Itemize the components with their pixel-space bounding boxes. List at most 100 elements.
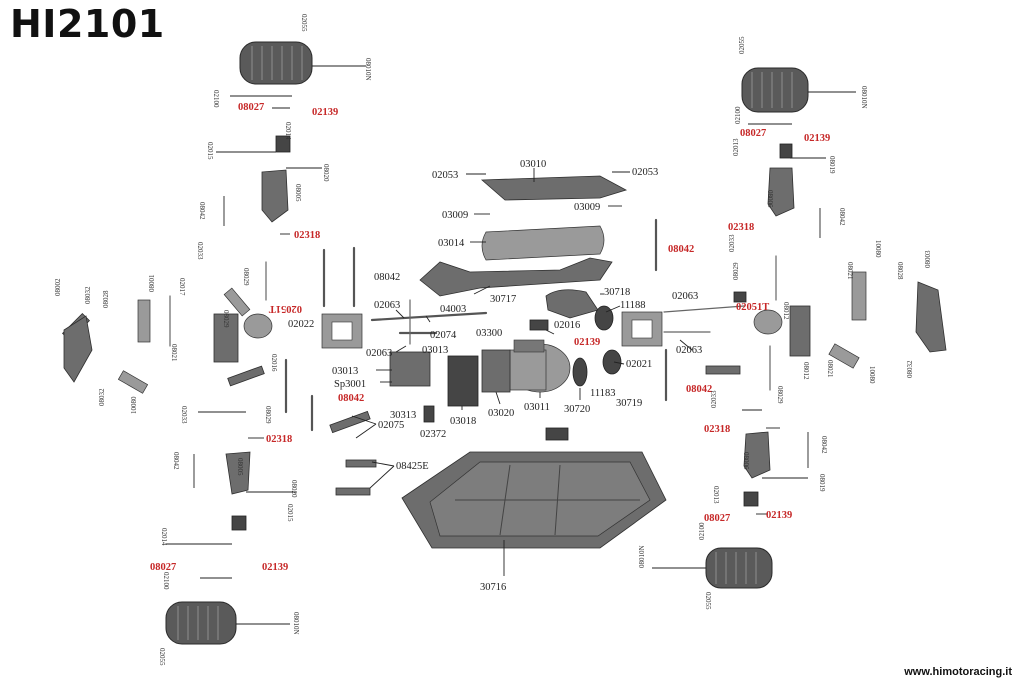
red-label-02318-d: 02318 — [704, 424, 730, 435]
red-label-02051-b: 02051T — [736, 302, 769, 313]
small-label-02015-b: 02015 — [286, 504, 294, 522]
small-label-08010N-a: 08010N — [364, 58, 372, 81]
small-label-08019-a: 08019 — [828, 156, 836, 174]
label-03014: 03014 — [438, 238, 465, 249]
esc-03018 — [447, 355, 479, 407]
small-label-08029-e: 08029 — [776, 386, 784, 404]
gearbox-02022 — [321, 313, 363, 349]
small-label-08012: 08012 — [802, 362, 810, 380]
label-02016: 02016 — [554, 320, 580, 331]
gearbox-02021 — [621, 311, 663, 347]
red-label-02318-c: 02318 — [728, 222, 754, 233]
label-04003: 04003 — [440, 304, 466, 315]
label-02053-left: 02053 — [432, 170, 458, 181]
small-label-08042-b: 08042 — [172, 452, 180, 470]
small-label-08010N-d: 08010N — [638, 545, 646, 568]
small-label-02014-b: 02014 — [160, 528, 168, 546]
label-30313: 30313 — [390, 410, 416, 421]
label-30720: 30720 — [564, 404, 590, 415]
small-label-02013-a: 02013 — [732, 138, 740, 156]
diff-parts — [529, 305, 622, 387]
small-label-08042-c: 08042 — [838, 208, 846, 226]
label-02022: 02022 — [288, 319, 314, 330]
label-03300: 03300 — [476, 328, 502, 339]
small-label-02013-b: 02013 — [712, 486, 720, 504]
small-label-02055-c: 02055 — [738, 36, 746, 54]
label-30716: 30716 — [480, 582, 506, 593]
tire-bottom-left — [165, 601, 237, 645]
small-label-08042-a: 08042 — [198, 202, 206, 220]
small-label-02014-a: 02014 — [284, 122, 292, 140]
red-label-08027-a: 08027 — [238, 102, 264, 113]
label-02053-right: 02053 — [632, 167, 658, 178]
small-label-08006-a: 08006 — [766, 190, 774, 208]
small-label-08010N-b: 08010N — [292, 612, 300, 635]
label-02075: 02075 — [378, 420, 404, 431]
small-label-08029-a: 08029 — [242, 268, 250, 286]
red-label-02318-b: 02318 — [266, 434, 292, 445]
label-08425E: 08425E — [396, 461, 429, 472]
small-label-08032-b: 08032 — [98, 388, 106, 406]
small-label-08029-b: 08029 — [222, 310, 230, 328]
small-label-10080-a: 10080 — [130, 396, 138, 414]
small-label-08028-a: 08028 — [102, 290, 110, 308]
gear-cover-30718 — [545, 289, 599, 319]
model-title: HI2101 — [10, 2, 165, 46]
red-label-02051-a: 02051T — [269, 303, 302, 314]
small-label-08020-b: 08020 — [290, 480, 298, 498]
drive-shafts — [370, 299, 745, 345]
small-label-08029-d: 08029 — [732, 262, 740, 280]
links-02075-08425E — [329, 405, 435, 496]
red-label-02139-c: 02139 — [804, 133, 830, 144]
small-label-02017: 02017 — [178, 278, 186, 296]
small-label-02100-d: 02100 — [698, 522, 706, 540]
label-02063-c: 02063 — [672, 291, 698, 302]
red-label-02139-b: 02139 — [262, 562, 288, 573]
red-label-02139-a: 02139 — [312, 107, 338, 118]
small-label-08032-a: 08032 — [84, 286, 92, 304]
label-02372: 02372 — [420, 429, 446, 440]
label-11183: 11183 — [590, 388, 615, 399]
label-08042-center-left: 08042 — [374, 272, 400, 283]
red-label-08027-d: 08027 — [704, 513, 730, 524]
small-label-08019-b: 08019 — [818, 474, 826, 492]
label-02021: 02021 — [626, 359, 652, 370]
label-03013-left: 03013 — [332, 366, 358, 377]
label-02074: 02074 — [430, 330, 457, 341]
label-03013-top: 03013 — [422, 345, 448, 356]
small-label-08021-b: 08021 — [846, 262, 854, 280]
small-label-08032-c: 08032 — [906, 360, 914, 378]
red-label-08027-c: 08027 — [740, 128, 766, 139]
leader-lines — [166, 65, 856, 625]
small-label-08029-c: 08029 — [264, 406, 272, 424]
servo-03013 — [389, 351, 431, 387]
small-label-08001-a: 08001 — [148, 274, 156, 292]
receiver-03020 — [481, 349, 511, 393]
small-label-10080-b: 10080 — [874, 240, 882, 258]
small-label-08005-b: 08005 — [236, 458, 244, 476]
small-label-02033-d: 02033 — [710, 390, 718, 408]
small-label-08028-b: 08028 — [896, 262, 904, 280]
small-label-08021-a: 08021 — [170, 344, 178, 362]
tire-top-left — [239, 41, 313, 85]
red-label-08042-a: 08042 — [338, 393, 364, 404]
label-02063-b: 02063 — [366, 348, 392, 359]
small-label-02015-a: 02015 — [206, 142, 214, 160]
small-label-02033-a: 02033 — [196, 242, 204, 260]
small-label-02100-b: 02100 — [162, 572, 170, 590]
label-03010: 03010 — [520, 159, 546, 170]
highlighted-labels: 08027 02139 02318 02051T 08042 02318 080… — [150, 102, 830, 573]
small-label-08006-b: 08006 — [742, 452, 750, 470]
label-02063-d: 02063 — [676, 345, 702, 356]
label-03018: 03018 — [450, 416, 476, 427]
small-part-labels: 02055 08010N 02100 02014 02015 08020 080… — [54, 14, 932, 666]
part-labels: 03010 02053 02053 03009 03009 03014 3071… — [288, 159, 702, 593]
battery-strap-30717 — [419, 257, 613, 297]
label-03020: 03020 — [488, 408, 514, 419]
label-sp3001: Sp3001 — [334, 379, 366, 390]
label-03009-left: 03009 — [442, 210, 468, 221]
small-label-08002: 08002 — [54, 278, 62, 296]
small-label-02100-c: 02100 — [734, 106, 742, 124]
label-30719: 30719 — [616, 398, 642, 409]
label-03009-right: 03009 — [574, 202, 600, 213]
